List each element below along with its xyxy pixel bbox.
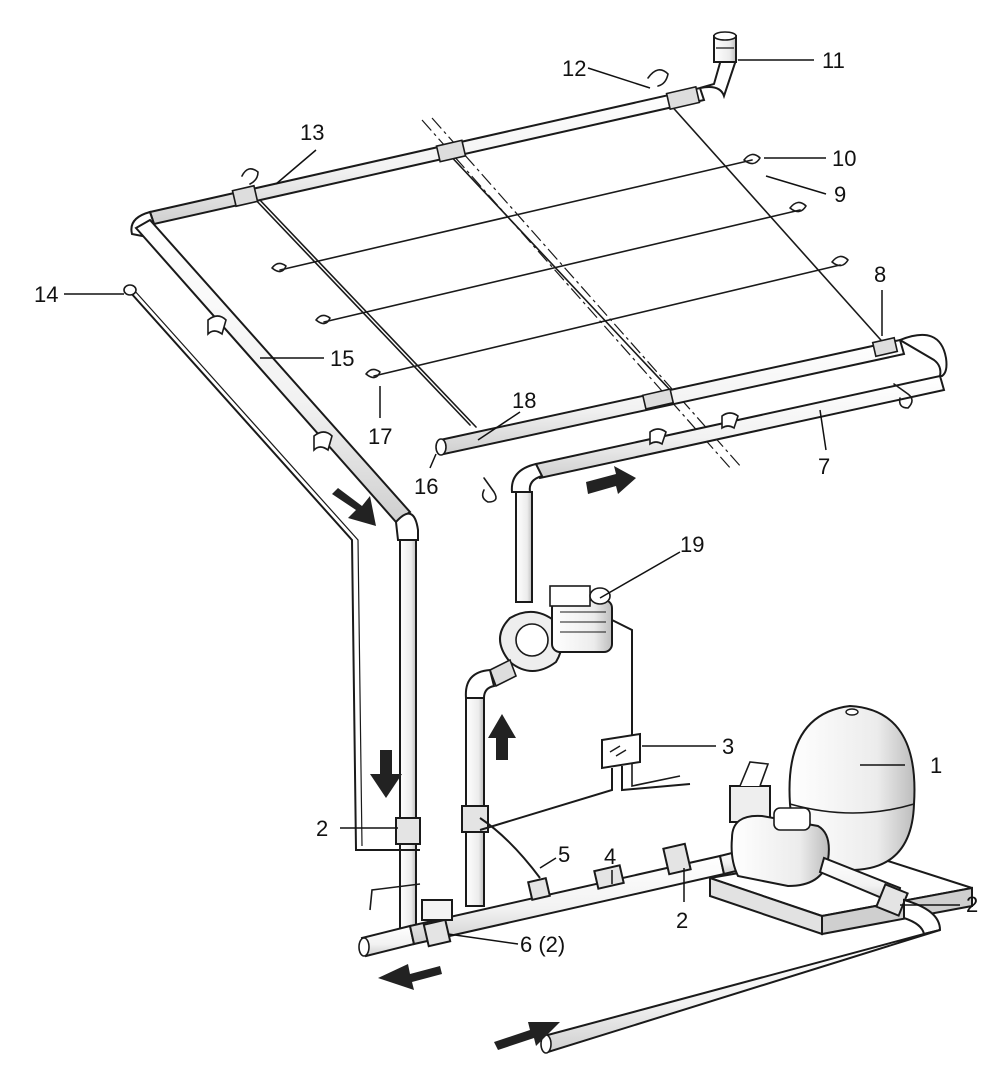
callout-19: 19 bbox=[680, 532, 704, 557]
callout-labels: 1 2 2 2 3 4 5 6 (2) 7 8 9 10 11 12 13 14… bbox=[34, 48, 978, 957]
filter-system bbox=[540, 704, 973, 1054]
solar-panel bbox=[251, 101, 889, 471]
callout-3: 3 bbox=[722, 734, 734, 759]
bottom-header bbox=[435, 333, 948, 603]
callout-2-right: 2 bbox=[966, 892, 978, 917]
callout-16: 16 bbox=[414, 474, 438, 499]
callout-2-left: 2 bbox=[316, 816, 328, 841]
main-pipework bbox=[358, 817, 766, 958]
flow-arrow-feed bbox=[586, 466, 636, 494]
flow-arrows bbox=[332, 466, 636, 1050]
callout-14: 14 bbox=[34, 282, 58, 307]
callout-18: 18 bbox=[512, 388, 536, 413]
flow-arrow-return-diagonal bbox=[332, 488, 376, 526]
callout-12: 12 bbox=[562, 56, 586, 81]
callout-10: 10 bbox=[832, 146, 856, 171]
tension-rods bbox=[279, 159, 841, 377]
booster-pump bbox=[461, 585, 633, 907]
controller-box bbox=[479, 732, 691, 831]
top-clips bbox=[241, 69, 669, 185]
callout-4: 4 bbox=[604, 844, 616, 869]
callout-1: 1 bbox=[930, 753, 942, 778]
rod-clips bbox=[271, 153, 849, 379]
return-pipe bbox=[134, 218, 421, 931]
callout-5: 5 bbox=[558, 842, 570, 867]
callout-9: 9 bbox=[834, 182, 846, 207]
flow-arrow-outlet bbox=[378, 964, 442, 990]
callout-11: 11 bbox=[822, 48, 845, 73]
callout-7: 7 bbox=[818, 454, 830, 479]
flow-arrow-up bbox=[488, 714, 516, 760]
leader-lines bbox=[64, 59, 960, 945]
callout-8: 8 bbox=[874, 262, 886, 287]
flow-arrow-return-down bbox=[370, 750, 402, 798]
callout-17: 17 bbox=[368, 424, 392, 449]
vacuum-valve bbox=[713, 31, 737, 63]
callout-6: 6 (2) bbox=[520, 932, 565, 957]
top-header-pipe bbox=[130, 54, 738, 238]
flow-arrow-inlet bbox=[494, 1022, 560, 1050]
callout-2-middle: 2 bbox=[676, 908, 688, 933]
callout-15: 15 bbox=[330, 346, 354, 371]
section-cut-line bbox=[421, 119, 733, 471]
callout-13: 13 bbox=[300, 120, 324, 145]
sensor-cable bbox=[123, 284, 420, 851]
